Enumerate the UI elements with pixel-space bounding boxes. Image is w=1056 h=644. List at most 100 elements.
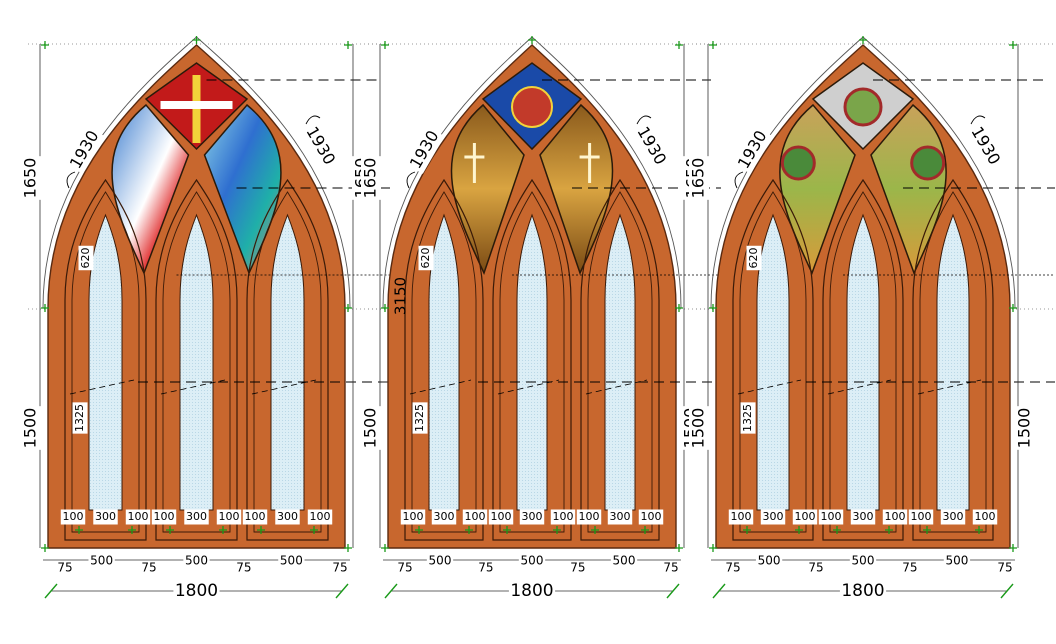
bottom-label-bg — [882, 509, 908, 525]
dim-arc-left-bg — [733, 126, 773, 174]
marker-cross — [975, 526, 983, 534]
dim-mullion-group: 75 — [570, 561, 585, 575]
opening-marker — [69, 379, 135, 395]
dim-pane-width-group: 500 — [426, 553, 454, 569]
dim-pane-width: 500 — [90, 554, 113, 568]
bottom-label: 300 — [186, 510, 207, 523]
dim-mullion: 75 — [808, 561, 823, 575]
marker-cross — [885, 526, 893, 534]
bottom-label-bg — [275, 509, 300, 525]
bottom-label: 100 — [821, 510, 842, 523]
bottom-label: 100 — [553, 510, 574, 523]
lancet-inner-outline — [919, 191, 987, 533]
lancet-outline — [155, 178, 238, 541]
dim-height-upper-bg — [689, 156, 709, 200]
bottom-label: 100 — [975, 510, 996, 523]
lancet-pane — [516, 213, 548, 511]
bottom-label-group: 100 — [638, 509, 664, 525]
tracery-glass — [111, 62, 282, 275]
arc-symbol — [734, 171, 744, 189]
dim-frame-left: 75 — [57, 561, 72, 575]
dim-lancet-height-group: 1325 — [72, 402, 88, 434]
marker-cross — [709, 41, 717, 49]
dimension-ticks — [384, 583, 680, 599]
marker-cross — [310, 526, 318, 534]
dim-height-lower: 1500 — [361, 408, 380, 449]
marker-cross — [41, 544, 49, 552]
bottom-label-group: 300 — [607, 509, 633, 525]
marker-cross — [381, 41, 389, 49]
dim-total-width-group: 1800 — [173, 580, 220, 602]
lancet-pane — [936, 213, 970, 511]
marker-cross — [166, 526, 174, 534]
bottom-label: 100 — [128, 510, 149, 523]
dim-arc-left-group: 1930 — [65, 126, 105, 174]
dim-inner-arc: 620 — [79, 248, 92, 269]
bottom-label-bg — [850, 509, 876, 525]
dim-height-upper-bg — [21, 156, 41, 200]
marker-cross — [41, 41, 49, 49]
dim-arc-right-group: 1930 — [631, 122, 671, 170]
arc-symbol — [305, 115, 321, 125]
marker-cross — [128, 526, 136, 534]
marker-cross — [641, 526, 649, 534]
bottom-label-bg — [125, 509, 151, 525]
marker-cross — [1009, 544, 1017, 552]
bottom-label-group: 100 — [488, 509, 514, 525]
dim-lancet-height-group: 1325 — [740, 402, 756, 434]
lancet-outline — [404, 178, 484, 541]
marker-cross — [675, 544, 683, 552]
dim-arc-left-bg — [65, 126, 105, 174]
lancet-outline — [246, 178, 329, 541]
dim-total-width: 1800 — [510, 581, 553, 601]
bottom-label: 100 — [911, 510, 932, 523]
marker-cross — [743, 526, 751, 534]
marker-cross — [923, 526, 931, 534]
bottom-label-group: 100 — [462, 509, 488, 525]
dim-mullion: 75 — [570, 561, 585, 575]
dim-mullion-group: 75 — [902, 561, 917, 575]
marker-cross — [344, 304, 352, 312]
bottom-label: 100 — [63, 510, 84, 523]
dim-height-lower-bg — [361, 406, 381, 450]
dim-total-width-group: 1800 — [839, 580, 887, 602]
marker-cross — [503, 526, 511, 534]
dim-mullion-group: 75 — [808, 561, 823, 575]
dim-frame-right: 75 — [663, 561, 678, 575]
marker-cross — [465, 526, 473, 534]
dim-pane-width: 500 — [613, 554, 636, 568]
dim-pane-width: 500 — [280, 554, 303, 568]
bottom-label-bg — [184, 509, 209, 525]
marker-cross — [833, 526, 841, 534]
lancet-inner-outline — [499, 191, 565, 533]
lancet-outline — [912, 178, 994, 541]
bottom-label: 100 — [641, 510, 662, 523]
marker-cross — [219, 526, 227, 534]
marker-cross — [528, 36, 536, 44]
dim-total-width-group: 1800 — [508, 580, 556, 602]
dim-pane-width-group: 500 — [183, 553, 210, 569]
dim-frame-left: 75 — [397, 561, 412, 575]
window-abstract: 1003001001003001001003001001650165015001… — [21, 36, 390, 602]
bottom-label-bg — [488, 509, 514, 525]
dim-height-upper-group: 1650 — [361, 156, 381, 200]
arc-symbol — [406, 171, 416, 189]
dim-pane-width-bg — [183, 553, 210, 569]
marker-cross — [415, 526, 423, 534]
dim-pane-width: 500 — [945, 554, 968, 568]
dim-inner-arc-bg — [746, 245, 762, 271]
dim-total-width: 1800 — [841, 581, 884, 601]
cross-motif-bar — [160, 101, 233, 109]
dim-inner-arc-group: 620 — [78, 245, 94, 271]
bottom-label: 100 — [795, 510, 816, 523]
dim-pane-width-bg — [278, 553, 305, 569]
right-dagger-glass — [203, 103, 282, 275]
marker-cross — [709, 544, 717, 552]
dim-pane-width: 500 — [852, 554, 875, 568]
dimension-ticks — [712, 583, 1014, 599]
dimension-ticks — [44, 583, 349, 599]
